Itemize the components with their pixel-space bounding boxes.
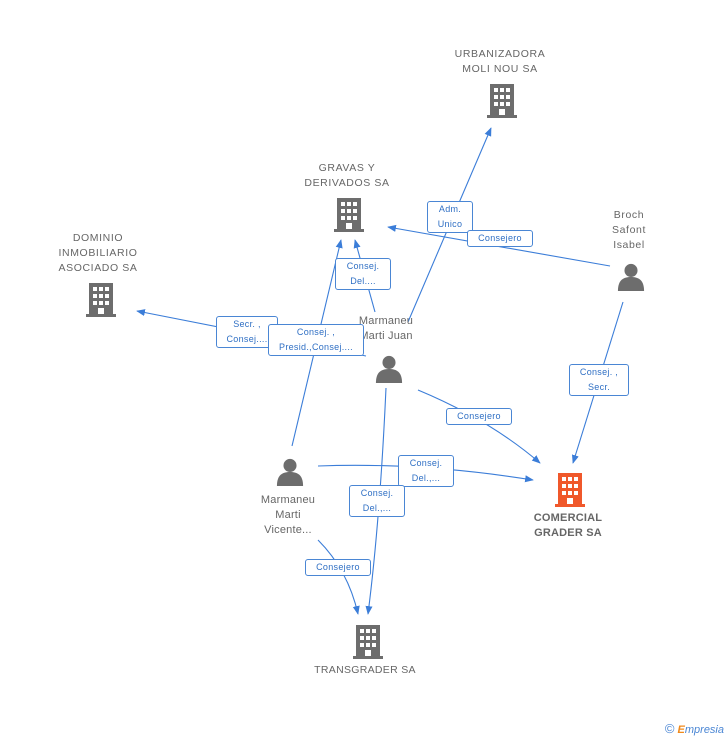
edge-label-consej-presid: Consej. , Presid.,Consej.... bbox=[268, 324, 364, 356]
node-label-broch[interactable]: Broch Safont Isabel bbox=[589, 208, 669, 253]
brand-name: mpresia bbox=[684, 724, 724, 736]
node-name: INMOBILIARIO bbox=[58, 247, 138, 259]
edge-juan-comercial bbox=[417, 389, 541, 464]
node-name: COMERCIAL bbox=[533, 512, 603, 524]
node-label-marmaneu-vicente[interactable]: Marmaneu Marti Vicente... bbox=[238, 493, 338, 538]
building-icon[interactable] bbox=[353, 625, 383, 659]
node-label-gravas[interactable]: GRAVAS Y DERIVADOS SA bbox=[287, 161, 407, 191]
brand-logo[interactable]: Empresia bbox=[678, 724, 724, 736]
edge-label-text: Consejero bbox=[316, 562, 360, 572]
edge-label-text: Consej. bbox=[409, 458, 443, 468]
node-name: Marti bbox=[275, 509, 301, 521]
node-name: MOLI NOU SA bbox=[462, 63, 538, 75]
node-label-urbanizadora[interactable]: URBANIZADORA MOLI NOU SA bbox=[440, 47, 560, 77]
edge-label-adm-unico: Adm. Unico bbox=[427, 201, 473, 233]
edge-label-text: Consejero bbox=[457, 411, 501, 421]
node-label-marmaneu-juan[interactable]: Marmaneu Marti Juan bbox=[336, 314, 436, 344]
edge-label-consejero: Consejero bbox=[446, 408, 512, 425]
edge-label-text: Consej. , bbox=[296, 327, 336, 337]
node-name: Broch bbox=[613, 209, 645, 221]
edge-label-text: Consej. bbox=[346, 261, 380, 271]
person-icon[interactable] bbox=[375, 355, 403, 383]
building-icon[interactable] bbox=[334, 198, 364, 232]
node-name: Safont bbox=[612, 224, 646, 236]
edge-label-consej-secr: Consej. , Secr. bbox=[569, 364, 629, 396]
building-icon[interactable] bbox=[555, 473, 585, 507]
edge-label-text: Secr. bbox=[587, 382, 610, 392]
copyright-symbol: © bbox=[664, 721, 675, 736]
edge-label-text: Secr. , bbox=[233, 319, 261, 329]
building-icon[interactable] bbox=[86, 283, 116, 317]
node-name: DOMINIO bbox=[72, 232, 124, 244]
edge-label-consej-del: Consej. Del.... bbox=[335, 258, 391, 290]
node-name: DERIVADOS SA bbox=[304, 177, 390, 189]
edge-label-text: Consej.... bbox=[226, 334, 268, 344]
edge-label-text: Consej. bbox=[360, 488, 394, 498]
node-label-dominio[interactable]: DOMINIO INMOBILIARIO ASOCIADO SA bbox=[38, 231, 158, 276]
edge-label-text: Del.... bbox=[350, 276, 376, 286]
node-name: Marmaneu bbox=[358, 315, 414, 327]
edge-label-text: Del.,... bbox=[362, 503, 392, 513]
edge-label-text: Unico bbox=[437, 219, 463, 229]
edge-vicente-transgrader bbox=[317, 539, 360, 615]
copyright-notice: © Empresia bbox=[665, 721, 724, 736]
node-name: Marti Juan bbox=[359, 330, 413, 342]
edge-label-text: Presid.,Consej.... bbox=[279, 342, 353, 352]
node-name: GRADER SA bbox=[534, 527, 602, 539]
edge-label-consejero: Consejero bbox=[305, 559, 371, 576]
node-name: Vicente... bbox=[264, 524, 312, 536]
building-icon[interactable] bbox=[487, 84, 517, 118]
node-name: URBANIZADORA bbox=[454, 48, 546, 60]
edge-label-secr-consej: Secr. , Consej.... bbox=[216, 316, 278, 348]
node-label-transgrader[interactable]: TRANSGRADER SA bbox=[305, 663, 425, 678]
node-label-comercial[interactable]: COMERCIAL GRADER SA bbox=[518, 511, 618, 541]
person-icon[interactable] bbox=[276, 458, 304, 486]
edge-label-text: Del.,... bbox=[411, 473, 441, 483]
node-name: Marmaneu bbox=[260, 494, 316, 506]
edge-label-text: Adm. bbox=[438, 204, 462, 214]
brand-initial: E bbox=[677, 724, 685, 736]
edge-label-consej-del: Consej. Del.,... bbox=[398, 455, 454, 487]
node-name: ASOCIADO SA bbox=[58, 262, 138, 274]
edge-label-text: Consej. , bbox=[579, 367, 619, 377]
node-name: TRANSGRADER SA bbox=[314, 664, 416, 676]
node-name: Isabel bbox=[613, 239, 645, 251]
edge-label-consej-del: Consej. Del.,... bbox=[349, 485, 405, 517]
edge-label-consejero: Consejero bbox=[467, 230, 533, 247]
person-icon[interactable] bbox=[617, 263, 645, 291]
node-name: GRAVAS Y bbox=[318, 162, 376, 174]
edge-label-text: Consejero bbox=[478, 233, 522, 243]
